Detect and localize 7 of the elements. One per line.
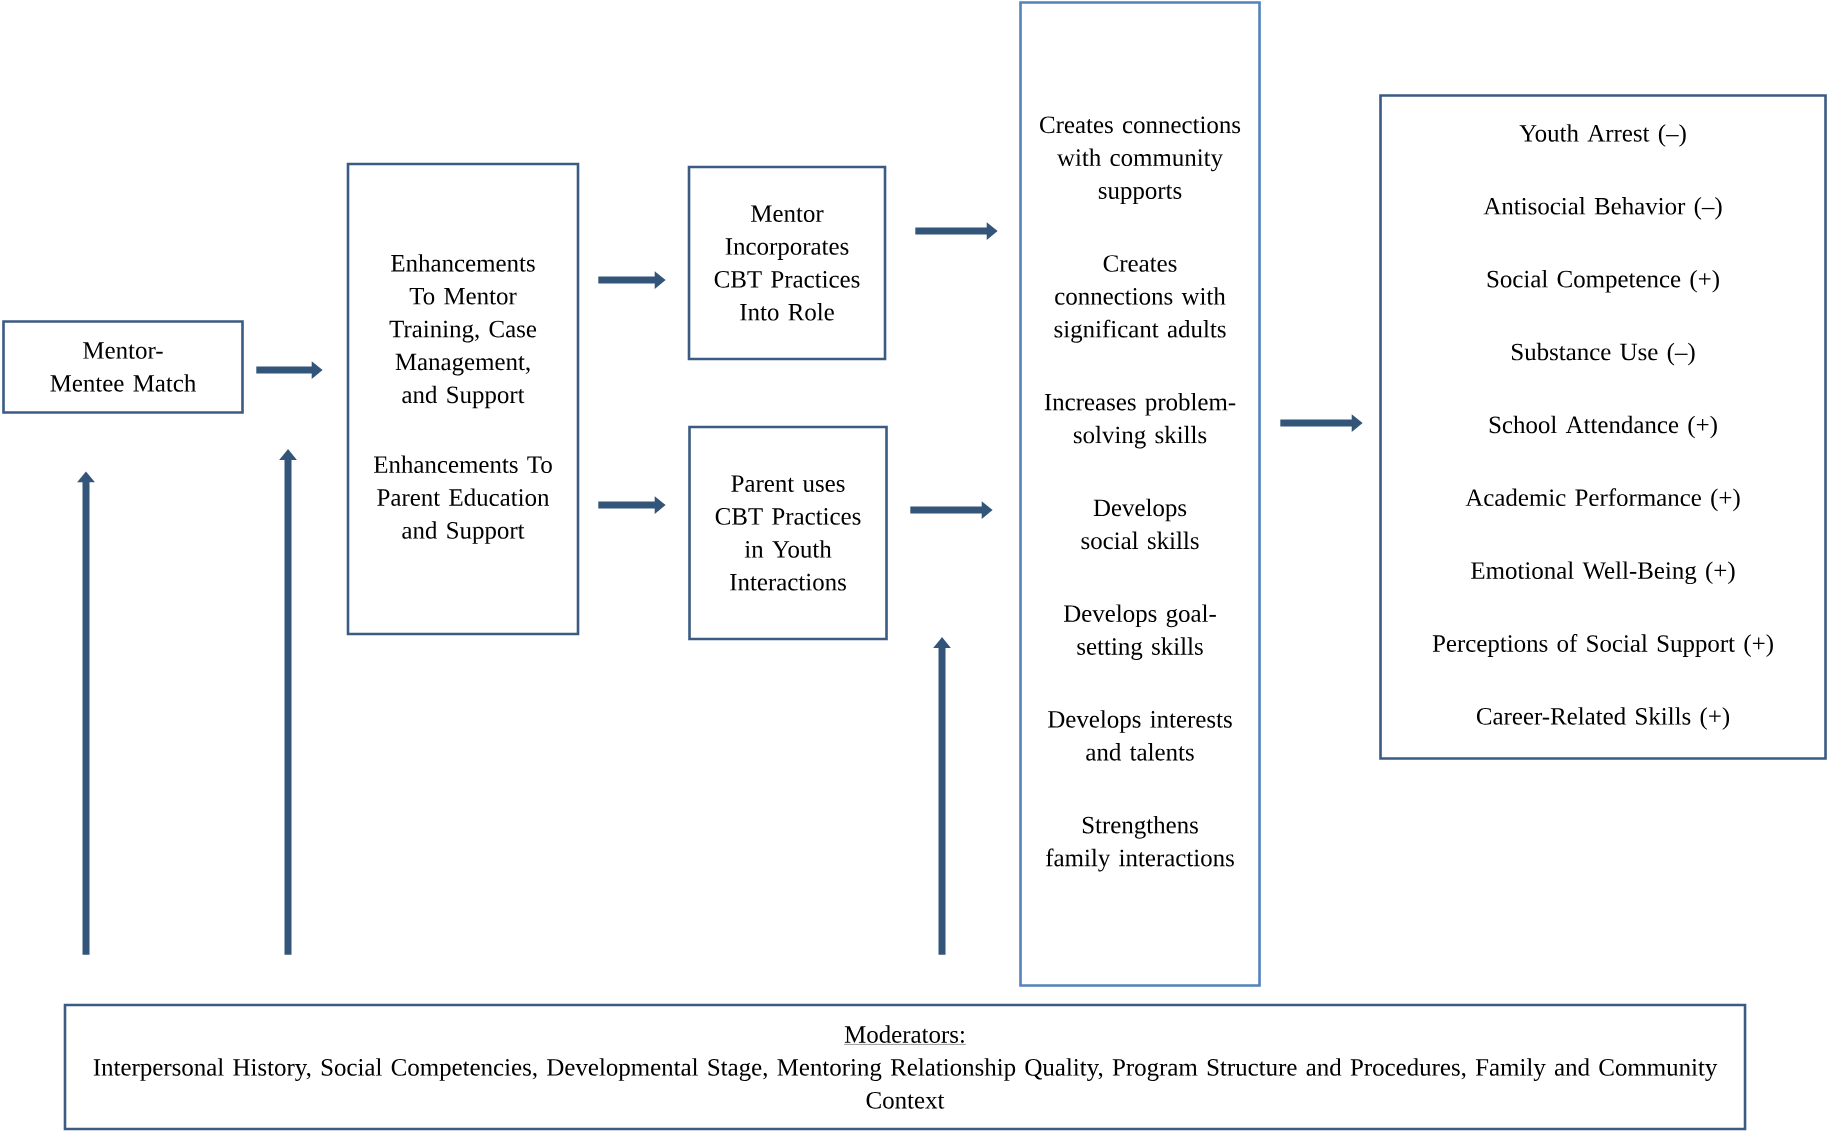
moderators-box: Moderators: Interpersonal History, Social Competencies, Developmental Stage, Mentoring Relationship Quality, Program Structure and Procedures, Family and Community Context [63,1003,1747,1131]
outcome-list-box: Youth Arrest (–) Antisocial Behavior (–) Social Competence (+) Substance Use (–) School Attendance (+) Academic Performance (+) Emotional Well-Being (+) Perceptions of Social Support (+) Career-Related Skills (+) [1379,94,1827,760]
process-box: Enhancements To Mentor Training, Case Management, and Support Enhancements To Parent Education and Support [346,162,580,636]
process-box: Parent uses CBT Practices in Youth Interactions [688,425,888,641]
mediator-list-box: Creates connections with community supports Creates connections with significant adults Increases problem-solving skills Develops social skills Develops goal-setting skills Develops interests and talents Strengthens family interactions [1019,1,1261,987]
process-box: Mentor-Mentee Match [2,320,244,414]
process-box: Mentor Incorporates CBT Practices Into Role [687,165,887,361]
